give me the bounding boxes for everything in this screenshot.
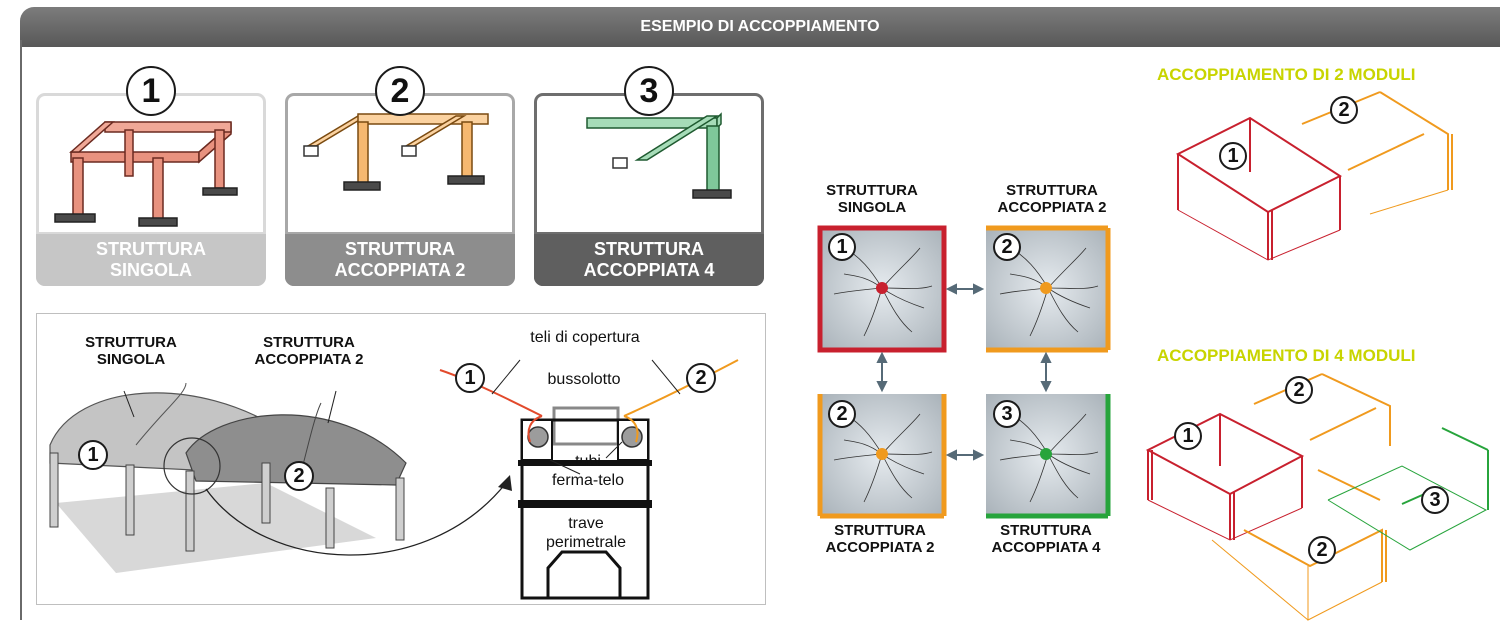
- card-art: [288, 96, 512, 232]
- card-art: [39, 96, 263, 232]
- beam-section-illustration: [439, 359, 739, 600]
- coupling-4-marker-4: 2: [1308, 536, 1336, 564]
- grid-marker-top-right: 2: [993, 233, 1021, 261]
- tubes-label-line2: ferma-telo: [551, 472, 625, 489]
- header-title: ESEMPIO DI ACCOPPIAMENTO: [640, 18, 880, 35]
- tent-label-single: STRUTTURA SINGOLA: [66, 334, 196, 368]
- box-label: bussolotto: [547, 371, 621, 388]
- grid-label-bottom-right: STRUTTURA ACCOPPIATA 4: [966, 522, 1126, 556]
- card-coupled-2-structure: STRUTTURA ACCOPPIATA 2: [285, 93, 515, 286]
- card-caption-line2: ACCOPPIATA 2: [334, 260, 466, 280]
- coupling-4-wireframe: [1145, 373, 1489, 621]
- single-frame-illustration: [54, 121, 238, 227]
- beam-label: trave perimetrale: [536, 514, 636, 552]
- tent-label-single-line1: STRUTTURA: [85, 334, 177, 351]
- grid-label-top-left-line2: SINGOLA: [837, 199, 907, 216]
- tent-illustration: [49, 382, 512, 573]
- grid-label-top-left: STRUTTURA SINGOLA: [810, 182, 934, 216]
- grid-label-top-right: STRUTTURA ACCOPPIATA 2: [972, 182, 1132, 216]
- card-caption-line2: SINGOLA: [109, 260, 192, 280]
- grid-label-bottom-right-line2: ACCOPPIATA 4: [991, 539, 1101, 556]
- grid-label-top-right-line1: STRUTTURA: [1006, 182, 1098, 199]
- grid-marker-bottom-right: 3: [993, 400, 1021, 428]
- tent-label-coupled-line2: ACCOPPIATA 2: [254, 351, 364, 368]
- grid-label-top-right-line2: ACCOPPIATA 2: [997, 199, 1107, 216]
- coupling-4-title: ACCOPPIAMENTO DI 4 MODULI: [1157, 346, 1416, 365]
- tent-label-coupled-line1: STRUTTURA: [263, 334, 355, 351]
- card-caption: STRUTTURA ACCOPPIATA 2: [285, 234, 515, 286]
- coupling-4-marker-2: 2: [1285, 376, 1313, 404]
- section-marker-2: 2: [686, 363, 716, 393]
- card-caption-line1: STRUTTURA: [594, 239, 704, 259]
- coupling-2-wireframe: [1175, 91, 1453, 261]
- tubes-label: tubi ferma-telo: [540, 452, 636, 490]
- modules-grid-illustration: [817, 225, 1111, 519]
- grid-label-bottom-left: STRUTTURA ACCOPPIATA 2: [800, 522, 960, 556]
- card-coupled-4-structure: STRUTTURA ACCOPPIATA 4: [534, 93, 764, 286]
- card-art: [537, 96, 761, 232]
- card-caption-line1: STRUTTURA: [96, 239, 206, 259]
- tent-label-single-line2: SINGOLA: [96, 351, 166, 368]
- card-number-badge: 3: [624, 66, 674, 116]
- tubes-label-line1: tubi: [575, 453, 601, 470]
- tent-marker-1: 1: [78, 440, 108, 470]
- card-number-badge: 2: [375, 66, 425, 116]
- tent-label-coupled: STRUTTURA ACCOPPIATA 2: [234, 334, 384, 368]
- coupling-2-marker-1: 1: [1219, 142, 1247, 170]
- beam-label-line1: trave: [568, 515, 604, 532]
- section-header: ESEMPIO DI ACCOPPIAMENTO: [20, 7, 1500, 47]
- coupling-4-marker-3: 3: [1421, 486, 1449, 514]
- grid-marker-top-left: 1: [828, 233, 856, 261]
- left-border: [20, 40, 22, 620]
- tent-marker-2: 2: [284, 461, 314, 491]
- grid-label-bottom-left-line1: STRUTTURA: [834, 522, 926, 539]
- card-single-structure: STRUTTURA SINGOLA: [36, 93, 266, 286]
- coupled-4-frame-illustration: [586, 112, 732, 199]
- card-number-badge: 1: [126, 66, 176, 116]
- coupling-2-marker-2: 2: [1330, 96, 1358, 124]
- covers-label: teli di copertura: [530, 329, 640, 346]
- coupling-4-marker-1: 1: [1174, 422, 1202, 450]
- grid-label-bottom-left-line2: ACCOPPIATA 2: [825, 539, 935, 556]
- grid-marker-bottom-left: 2: [828, 400, 856, 428]
- card-caption-line2: ACCOPPIATA 4: [583, 260, 715, 280]
- card-caption: STRUTTURA ACCOPPIATA 4: [534, 234, 764, 286]
- grid-label-bottom-right-line1: STRUTTURA: [1000, 522, 1092, 539]
- coupling-2-title: ACCOPPIAMENTO DI 2 MODULI: [1157, 65, 1416, 84]
- card-caption: STRUTTURA SINGOLA: [36, 234, 266, 286]
- beam-label-line2: perimetrale: [545, 534, 627, 551]
- card-caption-line1: STRUTTURA: [345, 239, 455, 259]
- section-marker-1: 1: [455, 363, 485, 393]
- coupling-detail-panel: [36, 313, 766, 605]
- grid-label-top-left-line1: STRUTTURA: [826, 182, 918, 199]
- coupled-2-frame-illustration: [303, 113, 489, 191]
